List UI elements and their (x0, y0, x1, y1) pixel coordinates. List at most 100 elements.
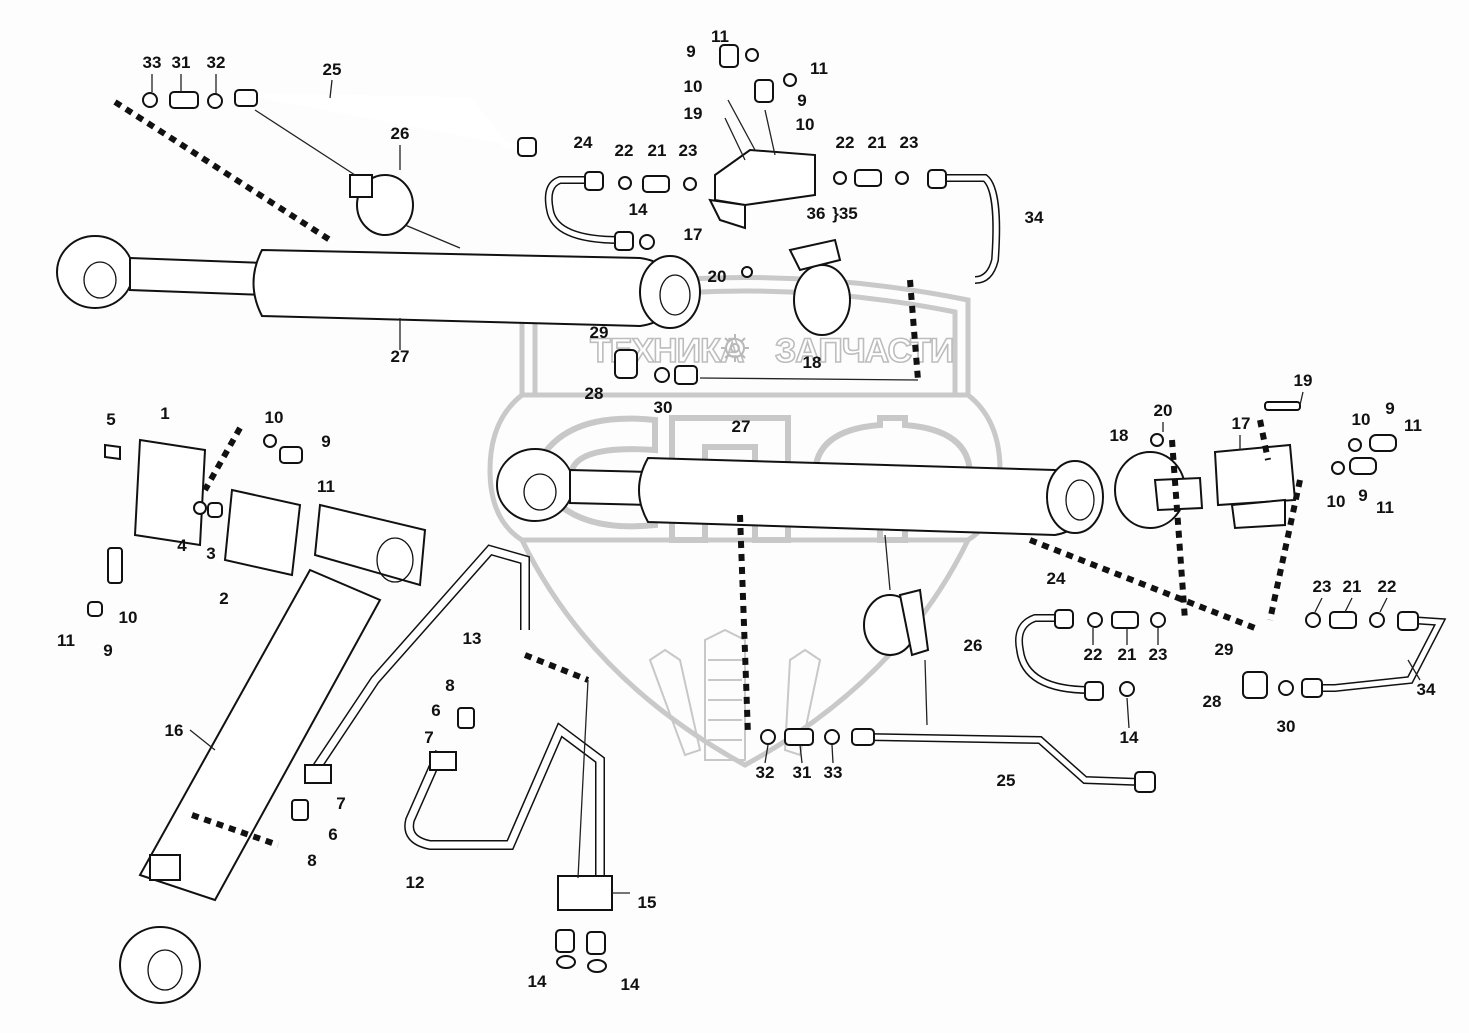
adapter-31-upper (169, 91, 199, 109)
cylinder-barrel-lower (638, 456, 1087, 537)
callout-29: 29 (590, 323, 609, 342)
callout-23: 23 (900, 133, 919, 152)
cylinder-27-lower (496, 448, 1104, 537)
callout-8: 8 (307, 851, 316, 870)
callout-23: 23 (1149, 645, 1168, 664)
watermark-letter-p (669, 415, 791, 543)
callout-35: }35 (832, 204, 858, 223)
dashed-line (113, 99, 332, 243)
callout-26: 26 (391, 124, 410, 143)
callout-31: 31 (793, 763, 812, 782)
callout-21: 21 (868, 133, 887, 152)
callout-34: 34 (1025, 208, 1044, 227)
callout-labels: 33 31 32 25 26 27 11 9 11 10 9 19 10 24 … (57, 27, 1436, 994)
watermark-text-left: ТЕХНИКА (590, 332, 744, 370)
callout-20: 20 (1154, 401, 1173, 420)
callout-10: 10 (265, 408, 284, 427)
nut-25b (517, 137, 537, 157)
nut-12 (429, 751, 457, 771)
ring-32-upper (207, 93, 223, 109)
callout-25: 25 (323, 60, 342, 79)
watermark-text-right: ЗАПЧАСТИ (775, 332, 953, 370)
callout-28: 28 (1203, 692, 1222, 711)
callout-9: 9 (321, 432, 330, 451)
watermark-letter-f (811, 415, 974, 543)
valve-block-17-lower (1213, 443, 1297, 507)
callout-2: 2 (219, 589, 228, 608)
callout-10: 10 (1352, 410, 1371, 429)
callout-21: 21 (648, 141, 667, 160)
cover-plate-2 (223, 488, 302, 577)
pipe-25-upper (244, 94, 526, 149)
callout-7: 7 (424, 728, 433, 747)
callout-20: 20 (708, 267, 727, 286)
valve-block-17-upper (714, 148, 816, 207)
callout-11: 11 (1376, 498, 1394, 517)
callout-9: 9 (1385, 399, 1394, 418)
rod-eye-16 (119, 926, 201, 1004)
cylinder-eye-upper (639, 255, 701, 329)
callout-19: 19 (684, 104, 703, 123)
callout-11: 11 (317, 477, 335, 496)
callout-10: 10 (1327, 492, 1346, 511)
callout-33: 33 (824, 763, 843, 782)
callout-9: 9 (1358, 486, 1367, 505)
callout-9: 9 (103, 641, 112, 660)
cylinder-16-barrel (138, 568, 382, 902)
callout-30: 30 (1277, 717, 1296, 736)
callout-14: 14 (629, 200, 648, 219)
bracket-15 (557, 875, 613, 911)
callout-13: 13 (463, 629, 482, 648)
callout-15: 15 (638, 893, 657, 912)
elbow-9a (719, 44, 739, 68)
callout-27: 27 (391, 347, 410, 366)
callout-29: 29 (1215, 640, 1234, 659)
callout-14: 14 (528, 972, 547, 991)
callout-14: 14 (621, 975, 640, 994)
callout-8: 8 (445, 676, 454, 695)
watermark-letter-s (531, 415, 658, 530)
elbow-9b (754, 79, 774, 103)
callout-28: 28 (585, 384, 604, 403)
callout-5: 5 (106, 410, 115, 429)
callout-16: 16 (165, 721, 184, 740)
callout-36: 36 (807, 204, 826, 223)
callout-30: 30 (654, 398, 673, 417)
callout-11: 11 (711, 27, 729, 46)
cylinder-barrel-upper (252, 248, 674, 328)
callout-21: 21 (1118, 645, 1137, 664)
callout-7: 7 (336, 794, 345, 813)
clamp-18-upper (793, 264, 851, 336)
watermark-letters (531, 415, 974, 543)
callout-3: 3 (206, 544, 215, 563)
callout-19: 19 (1294, 371, 1313, 390)
callout-10: 10 (119, 608, 138, 627)
callout-31: 31 (172, 53, 191, 72)
callout-21: 21 (1343, 577, 1362, 596)
callout-25: 25 (997, 771, 1016, 790)
ring-33-upper (142, 92, 158, 108)
callout-18: 18 (803, 353, 822, 372)
callout-4: 4 (177, 536, 187, 555)
callout-11: 11 (57, 631, 75, 650)
callout-26: 26 (964, 636, 983, 655)
callout-23: 23 (679, 141, 698, 160)
callout-17: 17 (684, 225, 703, 244)
callout-11: 11 (1404, 416, 1422, 435)
valve-block-1 (133, 438, 207, 547)
callout-6: 6 (328, 825, 337, 844)
callout-23: 23 (1313, 577, 1332, 596)
callout-32: 32 (207, 53, 226, 72)
callout-14: 14 (1120, 728, 1139, 747)
callout-10: 10 (684, 77, 703, 96)
callout-24: 24 (1047, 569, 1066, 588)
callout-22: 22 (615, 141, 634, 160)
callout-24: 24 (574, 133, 593, 152)
callout-11: 11 (810, 59, 828, 78)
nut-25a (234, 89, 258, 107)
elbow-28-upper (614, 349, 638, 379)
callout-9: 9 (686, 42, 695, 61)
callout-34: 34 (1417, 680, 1436, 699)
